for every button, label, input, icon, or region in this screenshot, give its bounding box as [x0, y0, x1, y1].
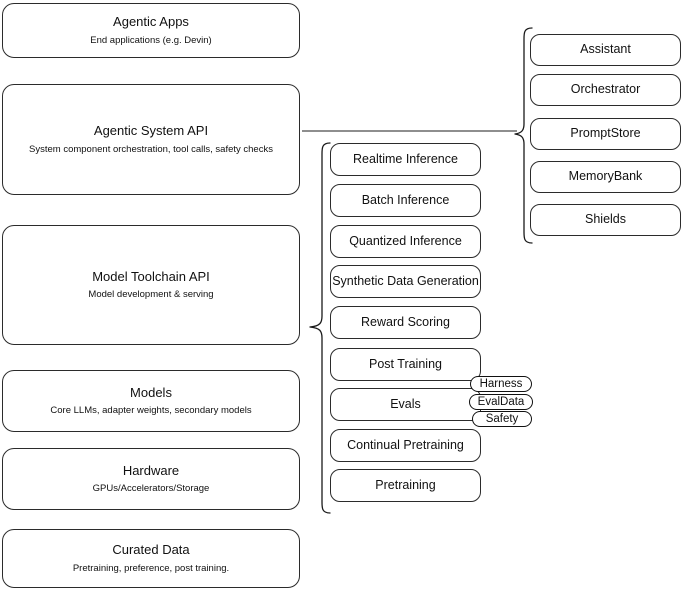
layer-subtitle: Pretraining, preference, post training. — [72, 562, 230, 574]
capability-label: Quantized Inference — [349, 233, 462, 248]
system-component-box-orchestrator[interactable]: Orchestrator — [530, 74, 681, 106]
pill-label: Safety — [485, 413, 519, 425]
layer-subtitle: System component orchestration, tool cal… — [29, 143, 273, 155]
system-component-label: Shields — [585, 212, 626, 227]
evals-subcomponent-evaldata[interactable]: EvalData — [469, 394, 533, 410]
layer-title: Model Toolchain API — [92, 268, 210, 284]
layer-box-model-toolchain-api[interactable]: Model Toolchain API Model development & … — [2, 225, 300, 345]
capability-label: Post Training — [369, 356, 442, 371]
layer-title: Models — [130, 384, 172, 400]
layer-subtitle: GPUs/Accelerators/Storage — [92, 483, 210, 495]
capability-box-quantized-inference[interactable]: Quantized Inference — [330, 225, 481, 258]
capability-box-reward-scoring[interactable]: Reward Scoring — [330, 306, 481, 339]
layer-box-hardware[interactable]: Hardware GPUs/Accelerators/Storage — [2, 448, 300, 510]
capability-box-post-training[interactable]: Post Training — [330, 348, 481, 381]
capability-label: Evals — [390, 396, 421, 411]
system-component-label: MemoryBank — [568, 169, 643, 184]
layer-subtitle: End applications (e.g. Devin) — [90, 34, 212, 46]
capability-box-evals[interactable]: Evals — [330, 388, 481, 421]
layer-box-agentic-apps[interactable]: Agentic Apps End applications (e.g. Devi… — [2, 3, 300, 58]
capability-label: Reward Scoring — [361, 314, 450, 329]
layer-title: Curated Data — [112, 542, 190, 558]
system-component-label: Orchestrator — [570, 82, 641, 97]
layer-subtitle: Model development & serving — [88, 289, 214, 301]
layer-box-models[interactable]: Models Core LLMs, adapter weights, secon… — [2, 370, 300, 432]
capability-label: Synthetic Data Generation — [332, 273, 479, 288]
evals-subcomponent-safety[interactable]: Safety — [472, 411, 532, 427]
capability-label: Batch Inference — [361, 192, 450, 207]
layer-title: Hardware — [122, 462, 180, 478]
system-component-box-assistant[interactable]: Assistant — [530, 34, 681, 66]
capability-box-batch-inference[interactable]: Batch Inference — [330, 184, 481, 217]
system-component-box-memorybank[interactable]: MemoryBank — [530, 161, 681, 193]
capability-box-pretraining[interactable]: Pretraining — [330, 469, 481, 502]
layer-subtitle: Core LLMs, adapter weights, secondary mo… — [50, 405, 252, 417]
connector-system-api-to-components — [300, 120, 520, 144]
layer-box-agentic-system-api[interactable]: Agentic System API System component orch… — [2, 84, 300, 195]
brace-toolchain-capabilities — [300, 140, 334, 520]
system-component-label: PromptStore — [570, 126, 641, 141]
evals-subcomponent-harness[interactable]: Harness — [470, 376, 532, 392]
pill-label: Harness — [479, 378, 523, 390]
pill-label: EvalData — [477, 396, 525, 408]
system-component-box-shields[interactable]: Shields — [530, 204, 681, 236]
capability-label: Continual Pretraining — [347, 437, 464, 452]
system-component-label: Assistant — [580, 42, 631, 57]
capability-box-realtime-inference[interactable]: Realtime Inference — [330, 143, 481, 176]
capability-box-synthetic-data-generation[interactable]: Synthetic Data Generation — [330, 265, 481, 298]
system-component-box-promptstore[interactable]: PromptStore — [530, 118, 681, 150]
layer-title: Agentic System API — [93, 123, 209, 139]
layer-box-curated-data[interactable]: Curated Data Pretraining, preference, po… — [2, 529, 300, 588]
capability-box-continual-pretraining[interactable]: Continual Pretraining — [330, 429, 481, 462]
brace-shape — [309, 142, 331, 514]
capability-label: Realtime Inference — [353, 151, 458, 166]
capability-label: Pretraining — [375, 477, 436, 492]
layer-title: Agentic Apps — [113, 14, 189, 30]
